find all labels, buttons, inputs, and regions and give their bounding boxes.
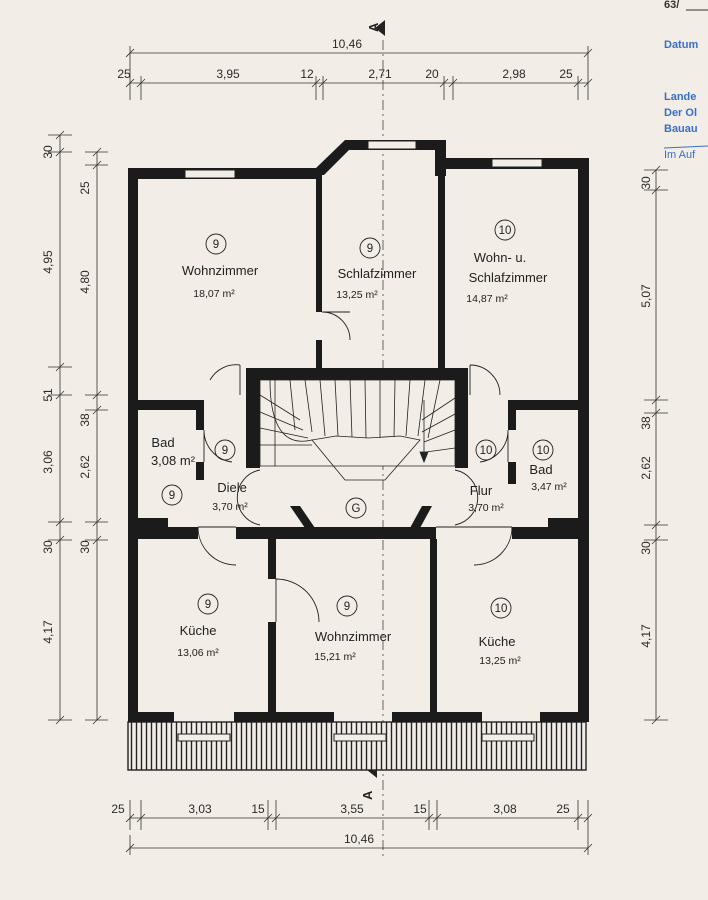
dim-top-seg-6: 25 (559, 67, 573, 81)
reference-number: 63/ (664, 0, 679, 11)
top-dimensions (125, 46, 593, 100)
corner-line-4: Im Auf (664, 149, 696, 161)
room-1-name: Wohnzimmer (182, 263, 259, 278)
dim-left-outer-4: 30 (41, 540, 55, 554)
window-bottom-center (333, 733, 387, 742)
dim-left-outer-5: 4,17 (41, 620, 55, 644)
corner-notes: 63/ Datum Lande Der Ol Bauau Im Auf (663, 0, 708, 161)
room-4-number: 9 (222, 445, 228, 457)
section-mark-bottom: A (360, 790, 375, 800)
dim-bottom-seg-0: 25 (111, 802, 125, 816)
dim-left-outer-2: 51 (41, 388, 55, 402)
window-bottom-right (481, 733, 535, 742)
staircase (259, 379, 456, 481)
dim-left-outer-3: 3,06 (41, 450, 55, 474)
datum-label: Datum (664, 39, 698, 51)
window-top-right (491, 158, 543, 168)
dim-left-inner-0: 25 (78, 181, 92, 195)
window-top-left (184, 169, 236, 179)
room-8-area: 3,47 m² (531, 481, 567, 493)
bottom-dimensions (125, 800, 593, 855)
left-dimensions (48, 130, 108, 725)
dim-bottom-total: 10,46 (344, 832, 374, 846)
room-4-extra-number: 9 (169, 490, 175, 502)
dim-left-inner-2: 38 (78, 413, 92, 427)
window-bottom-left (177, 733, 231, 742)
dim-bottom-seg-2: 15 (251, 802, 265, 816)
right-dimensions (644, 165, 668, 725)
corner-line-3: Bauau (664, 123, 698, 135)
dim-bottom-seg-1: 3,03 (188, 802, 212, 816)
dim-left-outer-0: 30 (41, 145, 55, 159)
dim-right-4: 30 (639, 541, 653, 555)
section-mark-top: A (366, 22, 381, 32)
room-8-name: Bad (529, 462, 552, 477)
room-3-number: 10 (499, 225, 512, 237)
window-top-center (367, 140, 417, 150)
dim-right-0: 30 (639, 176, 653, 190)
doors (197, 311, 513, 623)
room-2-name: Schlafzimmer (338, 266, 417, 281)
room-5-name: Diele (217, 480, 247, 495)
balcony-hatch (127, 721, 587, 771)
dim-left-inner-3: 2,62 (78, 455, 92, 479)
room-labels: 9 Wohnzimmer 18,07 m² 9 Schlafzimmer 13,… (151, 225, 567, 667)
dim-top-seg-1: 3,95 (216, 67, 240, 81)
dim-top-seg-0: 25 (117, 67, 131, 81)
corner-line-2: Der Ol (664, 107, 697, 119)
dim-bottom-seg-3: 3,55 (340, 802, 364, 816)
dim-left-inner-1: 4,80 (78, 270, 92, 294)
dim-right-1: 5,07 (639, 284, 653, 308)
dim-bottom-seg-5: 3,08 (493, 802, 517, 816)
dim-top-seg-3: 2,71 (368, 67, 392, 81)
room-11-number: 10 (495, 603, 508, 615)
section-arrow-top-icon (375, 20, 385, 36)
dim-left-outer-1: 4,95 (41, 250, 55, 274)
dim-right-2: 38 (639, 416, 653, 430)
room-11-name: Küche (479, 634, 516, 649)
room-4-area: 3,08 m² (151, 453, 196, 468)
stair-arrow-icon (419, 451, 429, 464)
room-3-area: 14,87 m² (466, 293, 508, 305)
room-markers (161, 219, 554, 619)
room-1-area: 18,07 m² (193, 288, 235, 300)
dim-right-3: 2,62 (639, 456, 653, 480)
room-11-area: 13,25 m² (479, 655, 521, 667)
room-10-name: Wohnzimmer (315, 629, 392, 644)
dim-left-inner-4: 30 (78, 540, 92, 554)
dim-bottom-seg-6: 25 (556, 802, 570, 816)
dim-bottom-seg-4: 15 (413, 802, 427, 816)
room-10-area: 15,21 m² (314, 651, 356, 663)
room-2-area: 13,25 m² (336, 289, 378, 301)
windows (177, 140, 543, 742)
room-3-name-line2: Schlafzimmer (469, 270, 548, 285)
room-9-name: Küche (180, 623, 217, 638)
dim-top-seg-4: 20 (425, 67, 439, 81)
room-1-number: 9 (213, 239, 219, 251)
dim-right-5: 4,17 (639, 624, 653, 648)
room-3-name-line1: Wohn- u. (474, 250, 527, 265)
stair-hall-marker: G (352, 503, 361, 515)
room-9-area: 13,06 m² (177, 647, 219, 659)
room-2-number: 9 (367, 243, 373, 255)
corner-line-1: Lande (664, 91, 696, 103)
dim-top-seg-5: 2,98 (502, 67, 526, 81)
room-9-number: 9 (205, 599, 211, 611)
dim-top-total: 10,46 (332, 37, 362, 51)
room-10-number: 9 (344, 601, 350, 613)
room-4-name: Bad (151, 435, 174, 450)
dim-top-seg-2: 12 (300, 67, 314, 81)
room-8-number: 10 (537, 445, 550, 457)
room-7-area: 3,70 m² (468, 502, 504, 514)
room-5-area: 3,70 m² (212, 501, 248, 513)
room-7-number: 10 (480, 445, 493, 457)
room-7-name: Flur (470, 483, 493, 498)
